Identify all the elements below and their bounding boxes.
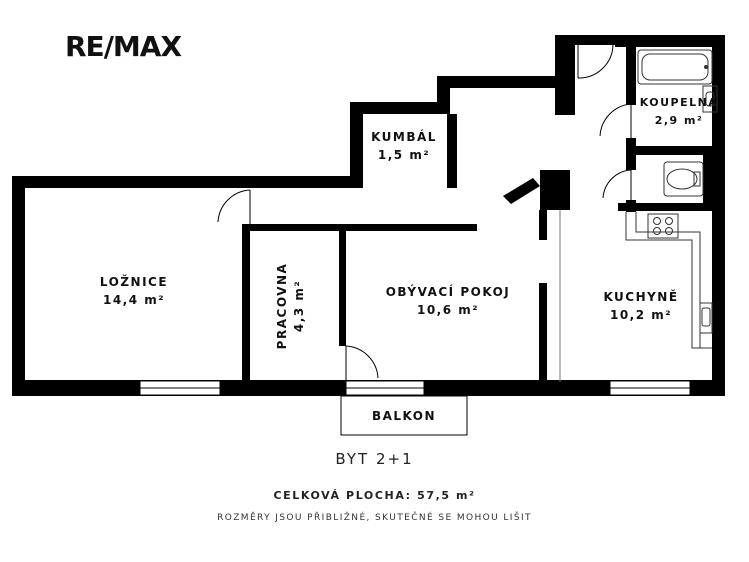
room-loznice-name: LOŽNICE [100,274,168,289]
room-koupelna-area: 2,9 m² [655,114,704,127]
wall-left [12,176,25,396]
wall-wc-right-chase [703,155,725,205]
wall-living-kitchen-lower [539,283,547,383]
room-kuchyne-area: 10,2 m² [610,308,672,322]
room-pracovna-label: PRACOVNA 4,3 m² [275,263,306,350]
doors [217,43,632,382]
door-bedroom [217,189,251,224]
door-study [345,345,379,381]
room-kuchyne-name: KUCHYNĚ [603,289,678,304]
kitchen-counter [625,212,713,349]
wall-hall-lower [242,224,477,231]
wall-step-2 [555,35,575,115]
bathtub [637,49,713,85]
wall-kumbal-top [350,102,450,114]
kitchen-sink-icon [699,302,713,334]
room-obyvaci-name: OBÝVACÍ POKOJ [386,284,511,299]
wall-bedroom-study [242,224,250,384]
room-pracovna-area: 4,3 m² [292,280,306,332]
toilet [663,161,704,197]
disclaimer: ROZMĚRY JSOU PŘIBLIŽNÉ, SKUTEČNÉ SE MOHO… [217,513,532,523]
apartment-type: BYT 2+1 [335,450,414,468]
room-kumbal-name: KUMBÁL [371,129,437,144]
wall-right [712,35,725,396]
wall-study-living [339,231,346,346]
wall-wc-kitchen [618,203,725,211]
wall-step-1 [437,76,567,88]
wall-kumbal-left [350,102,363,188]
wall-step-1v [437,76,450,114]
remax-logo: RE/MAX [65,30,183,63]
room-koupelna-name: KOUPELNA [640,96,719,109]
wall-kumbal-right [447,114,457,188]
door-entry [577,43,614,79]
cooktop-icon [647,213,679,239]
room-balkon-name: BALKON [372,409,436,423]
wall-top-bedroom [12,176,362,188]
wall-chimney [540,170,570,210]
windows [139,380,691,396]
wall-bath-left-upper [626,35,636,105]
walls [12,35,725,396]
logo-text: RE/MAX [65,30,182,63]
room-pracovna-name: PRACOVNA [275,263,289,350]
door-wc [602,169,632,200]
room-kumbal-area: 1,5 m² [378,148,430,162]
total-area: CELKOVÁ PLOCHA: 57,5 m² [273,489,476,502]
wall-top-entry [555,35,615,45]
room-obyvaci-area: 10,6 m² [417,303,479,317]
balcony-outline [340,395,468,436]
wall-living-kitchen-upper [539,210,547,240]
wall-diagonal [503,178,540,204]
room-labels: LOŽNICE 14,4 m² PRACOVNA 4,3 m² OBÝVACÍ … [100,96,719,423]
room-loznice-area: 14,4 m² [103,293,165,307]
wall-bath-wc [626,146,725,155]
door-bathroom [599,103,632,138]
wall-top-bath [615,35,725,47]
bath-sink [702,85,718,113]
